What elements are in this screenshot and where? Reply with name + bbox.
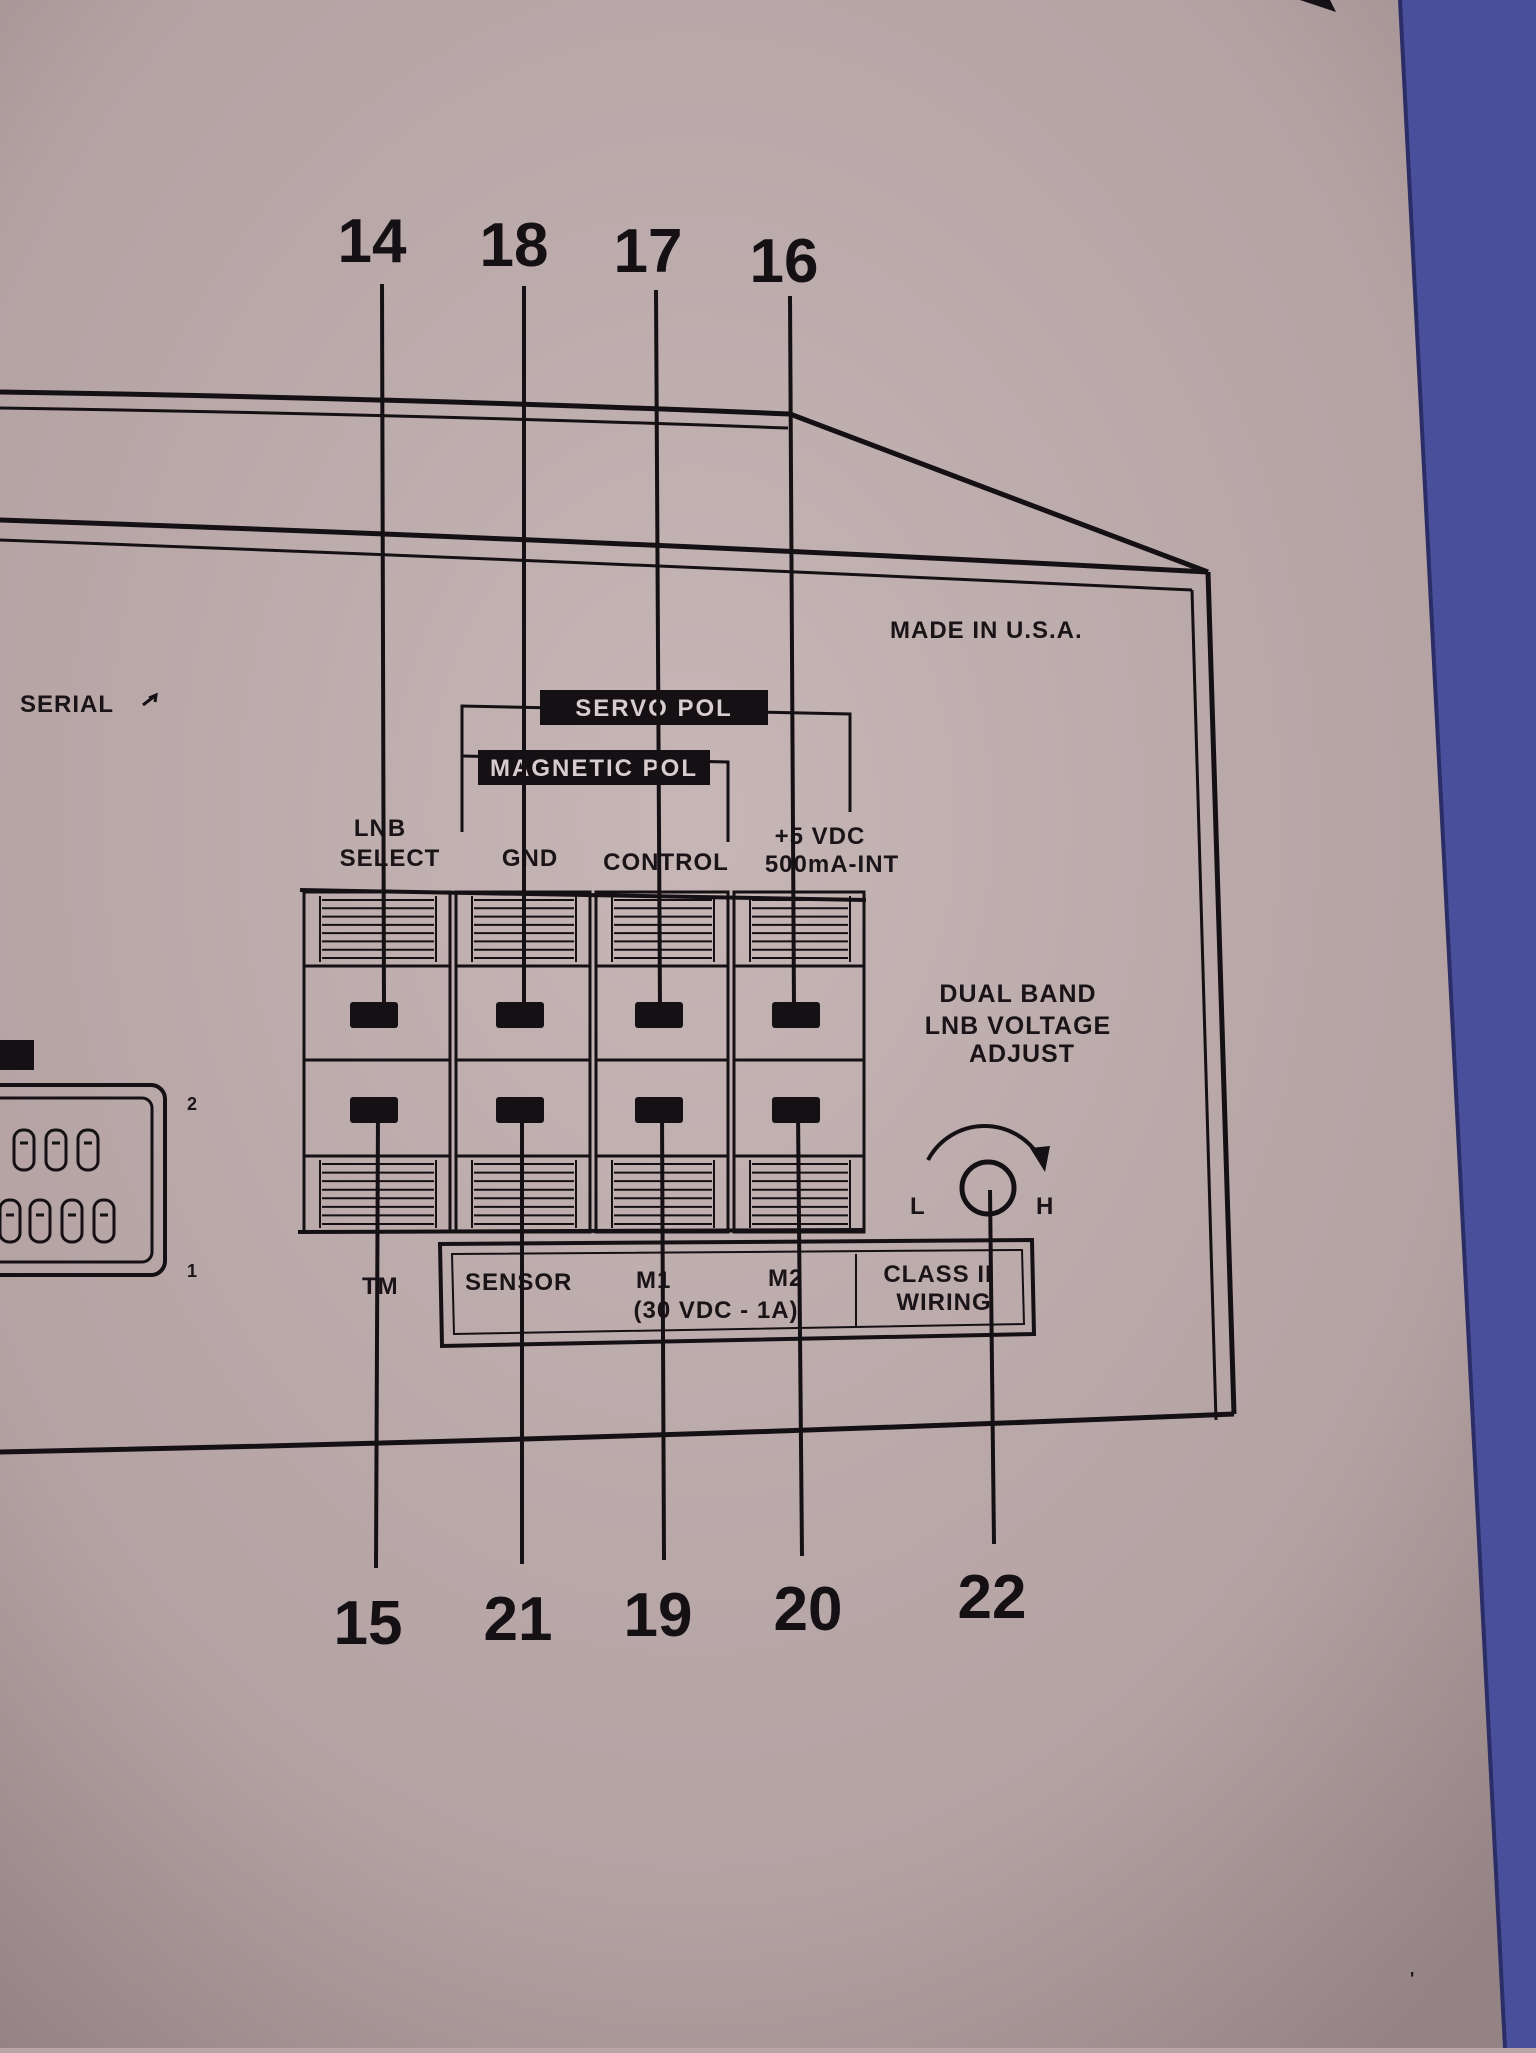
m1-label: M1 xyxy=(636,1267,671,1294)
terminal-screw-slot xyxy=(496,1002,544,1028)
adjust-arrow-head-icon xyxy=(1030,1146,1050,1172)
dual-band-label-line2: LNB VOLTAGE xyxy=(925,1012,1111,1040)
knob-low-label: L xyxy=(910,1193,926,1220)
binder-edge xyxy=(1400,0,1536,2048)
terminal-screw-slot xyxy=(772,1002,820,1028)
port-frame-inner xyxy=(0,1096,154,1264)
callout-16: 16 xyxy=(750,227,819,296)
control-label: CONTROL xyxy=(603,849,729,876)
terminal-screw-slot xyxy=(350,1097,398,1123)
sensor-label: SENSOR xyxy=(465,1269,572,1296)
voltage-adjust-knob xyxy=(959,1159,1017,1217)
made-in-usa-label: MADE IN U.S.A. xyxy=(890,617,1083,644)
dual-band-label-line3: ADJUST xyxy=(969,1040,1075,1068)
terminal-screw-slot xyxy=(635,1002,683,1028)
class-ii-label: CLASS II xyxy=(883,1261,992,1288)
serial-label: SERIAL xyxy=(20,691,114,718)
serial-port: 2 1 xyxy=(0,1040,197,1281)
callout-15: 15 xyxy=(334,1589,403,1658)
motor-rating-label: (30 VDC - 1A) xyxy=(633,1297,798,1324)
dual-band-label-line1: DUAL BAND xyxy=(939,980,1096,1008)
terminal-screw-slot xyxy=(635,1097,683,1123)
terminal-screw-slot xyxy=(350,1002,398,1028)
vdc-label-line1: +5 VDC xyxy=(775,823,866,850)
callout-22: 22 xyxy=(958,1563,1027,1632)
port-pin-2-label: 2 xyxy=(187,1094,197,1114)
callout-17: 17 xyxy=(614,217,683,286)
callout-leaders xyxy=(374,283,996,1569)
magnetic-pol-banner xyxy=(478,750,710,785)
wiring-label: WIRING xyxy=(896,1289,991,1316)
chassis-outline xyxy=(0,389,1237,1455)
tm-label: TM xyxy=(362,1273,399,1300)
gnd-label: GND xyxy=(502,845,558,872)
port-pin-1-label: 1 xyxy=(187,1261,197,1281)
lnb-select-label-line2: SELECT xyxy=(340,845,441,872)
serial-arrow-icon xyxy=(142,692,158,707)
class-wiring-box xyxy=(437,1237,1037,1349)
binder-edge-line xyxy=(1398,0,1507,2049)
port-pins xyxy=(0,1128,116,1244)
port-marker xyxy=(0,1040,34,1070)
adjust-arrow-arc xyxy=(926,1123,1042,1161)
vdc-label-line2: 500mA-INT xyxy=(765,851,899,878)
terminal-screw-slot xyxy=(772,1097,820,1123)
callout-14: 14 xyxy=(338,207,407,276)
page-mark: ' xyxy=(1410,1969,1414,1989)
corner-mark xyxy=(1300,0,1336,12)
lnb-select-label-line1: LNB xyxy=(354,815,406,842)
magnetic-pol-label: MAGNETIC POL xyxy=(490,755,698,782)
port-frame-outer xyxy=(0,1083,167,1277)
m2-label: M2 xyxy=(768,1265,803,1292)
servo-pol-banner xyxy=(540,690,768,725)
callout-19: 19 xyxy=(624,1581,693,1650)
knob-high-label: H xyxy=(1036,1193,1054,1220)
servo-pol-label: SERVO POL xyxy=(575,695,733,722)
callout-18: 18 xyxy=(480,211,549,280)
callout-21: 21 xyxy=(484,1585,553,1654)
callout-20: 20 xyxy=(774,1575,843,1644)
terminal-screw-slot xyxy=(496,1097,544,1123)
